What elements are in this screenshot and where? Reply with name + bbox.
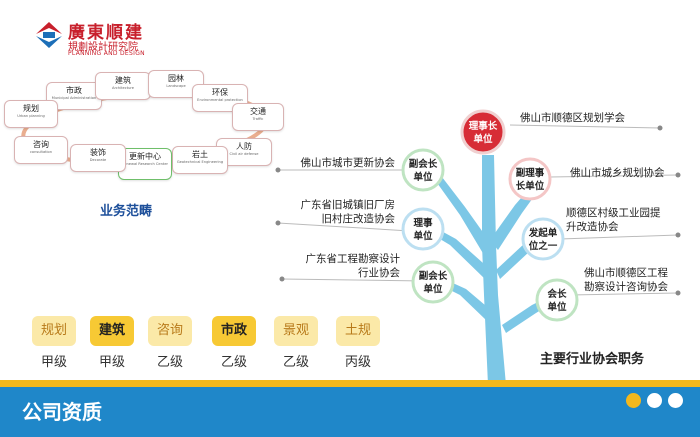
qualification-level: 甲级 (98, 355, 125, 370)
node-vice-chairman-l1: 副理事 (516, 167, 545, 179)
node-president-l2: 单位 (547, 301, 567, 313)
assoc-label-gd-renovation-l2: 旧村庄改造协会 (321, 213, 396, 225)
logo-subtitle: 規劃設計研究院 (68, 42, 138, 53)
assoc-label-shunde-industrial-l2: 升改造协会 (566, 221, 619, 233)
assoc-label-foshan-renewal: 佛山市城市更新协会 (300, 157, 396, 169)
qualification-field: 咨询 (148, 316, 192, 346)
bottom-banner (0, 387, 700, 437)
banner-title: 公司资质 (22, 400, 102, 424)
node-vice-chairman-l2: 长单位 (516, 180, 545, 192)
node-chairman-l1: 理事长 (469, 120, 498, 132)
banner-stripe (0, 380, 700, 387)
node-vp1-l1: 副会长 (409, 158, 438, 170)
qualification-level: 丙级 (344, 355, 371, 370)
node-vp1-l2: 单位 (413, 171, 433, 183)
node-vp2-l1: 副会长 (419, 270, 448, 282)
node-founder-l2: 位之一 (529, 240, 558, 252)
assoc-label-foshan-urban-rural: 佛山市城乡规划协会 (570, 167, 665, 179)
qualification-field: 规划 (32, 316, 76, 346)
page-dot-icon (647, 393, 662, 408)
qualification-level: 乙级 (220, 355, 247, 370)
qualification-field: 土规 (336, 316, 380, 346)
logo-name: 廣東順建 (68, 23, 144, 43)
node-chairman-l2: 单位 (473, 133, 493, 145)
assoc-label-shunde-industrial-l1: 顺德区村级工业园提 (566, 207, 661, 219)
node-president-l1: 会长 (547, 288, 567, 300)
assoc-label-shunde-survey-l1: 佛山市顺德区工程 (584, 267, 668, 279)
qualification-field: 景观 (274, 316, 318, 346)
assoc-label-shunde-survey-l2: 勘察设计咨询协会 (584, 281, 668, 293)
business-title: 业务范畴 (100, 204, 153, 219)
qualification-level: 乙级 (282, 355, 309, 370)
node-director-l1: 理事 (413, 217, 433, 229)
qualification-level: 甲级 (40, 355, 67, 370)
qualification-field: 建筑 (90, 316, 134, 346)
node-founder-l1: 发起单 (528, 227, 558, 239)
assoc-label-shunde-planning: 佛山市顺德区规划学会 (520, 112, 625, 124)
associations-title: 主要行业协会职务 (540, 352, 645, 367)
logo-icon (36, 22, 62, 48)
assoc-label-gd-survey-l1: 广东省工程勘察设计 (305, 253, 401, 265)
association-tree: 理事长 单位 副会长 单位 副理事 长单位 理事 单位 发起单 位之一 副会长 … (275, 109, 681, 385)
qualification-level: 乙级 (156, 355, 183, 370)
node-director-l2: 单位 (413, 230, 433, 242)
page-dot-icon (626, 393, 641, 408)
node-ring (460, 109, 506, 155)
assoc-label-gd-renovation-l1: 广东省旧城镇旧厂房 (300, 199, 396, 211)
node-vp2-l2: 单位 (423, 283, 443, 295)
page-dot-icon (668, 393, 683, 408)
assoc-label-gd-survey-l2: 行业协会 (358, 267, 400, 279)
qualification-field: 市政 (212, 316, 256, 346)
logo-english: PLANNING AND DESIGN (68, 50, 145, 57)
